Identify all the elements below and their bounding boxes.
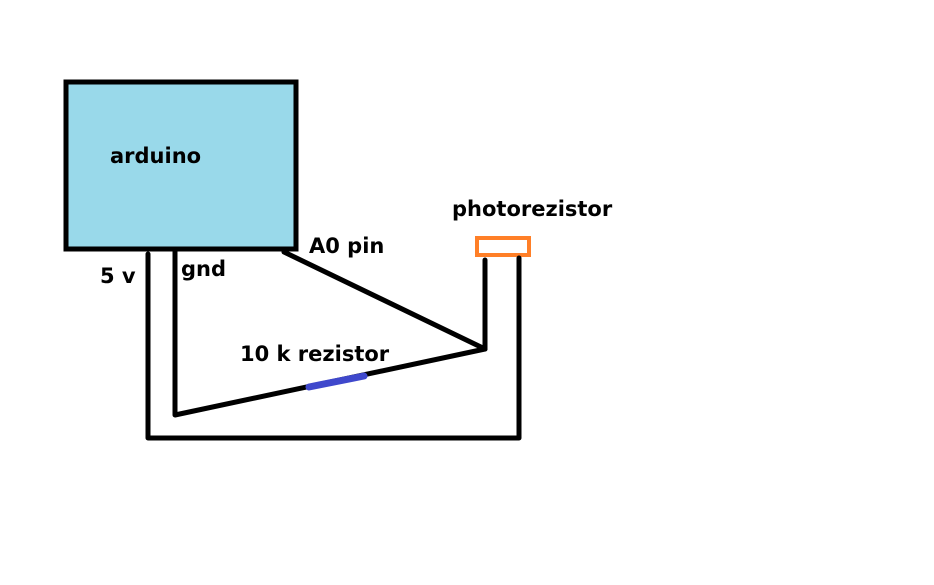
resistor-10k [305,372,368,391]
wire-a0 [281,249,488,352]
photoresistor-label: photorezistor [452,197,613,221]
pin-a0-label: A0 pin [309,234,384,258]
pin-gnd-label: gnd [181,257,226,281]
resistor-label: 10 k rezistor [240,342,390,366]
pin-5v-label: 5 v [100,264,136,288]
wire-gnd [172,247,488,418]
arduino-label: arduino [110,144,201,168]
wire-5v [145,251,522,441]
arduino-board [63,79,299,252]
photoresistor [475,236,531,257]
